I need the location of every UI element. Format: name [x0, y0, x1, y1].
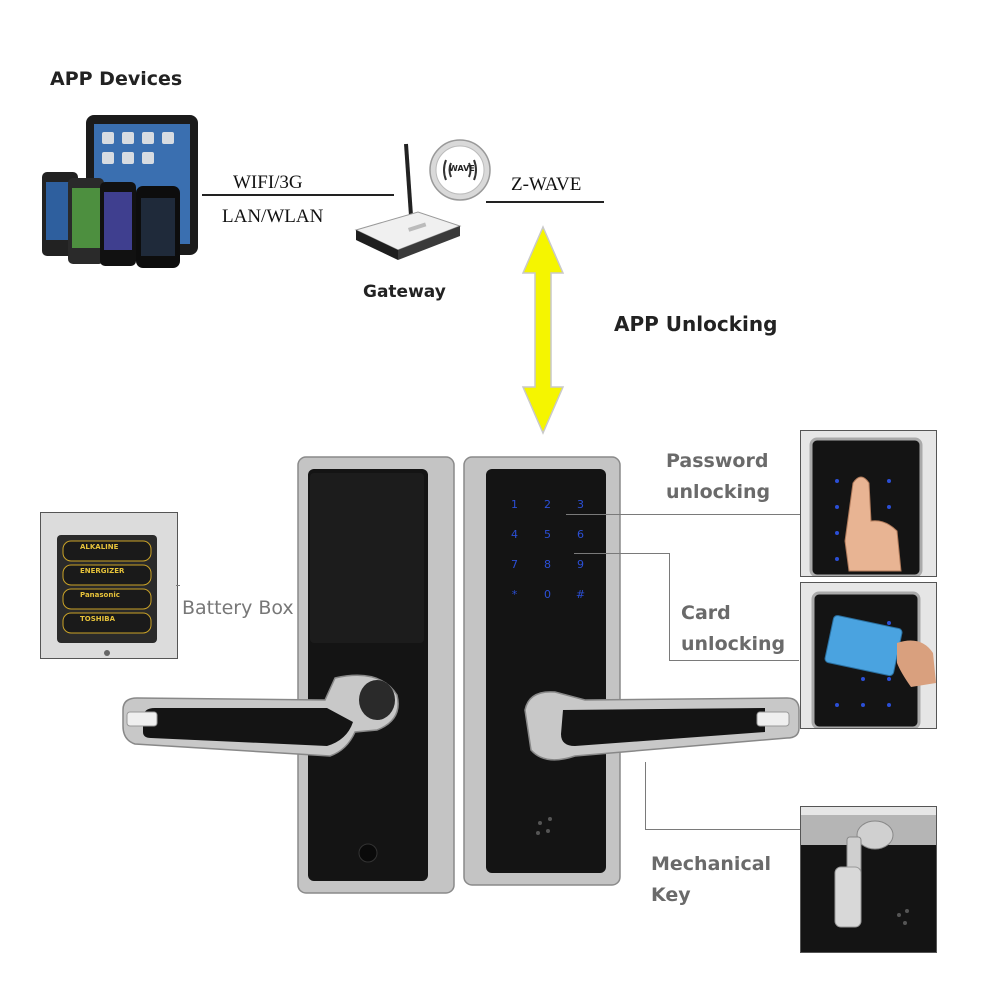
app-devices-image — [38, 110, 208, 270]
zwave-logo-text: WAVE — [449, 164, 475, 173]
left-handle — [115, 660, 435, 770]
mechanical-key-image — [800, 806, 937, 953]
card-unlocking-label-2: unlocking — [681, 633, 786, 655]
key-connector-line-a — [645, 762, 646, 830]
password-unlocking-label-2: unlocking — [666, 481, 771, 503]
keypad-key[interactable]: 0 — [544, 588, 551, 601]
zwave-line — [486, 201, 604, 203]
battery-box-connector-line — [176, 585, 180, 586]
keypad-key[interactable]: 4 — [511, 528, 518, 541]
mechanical-key-label-1: Mechanical — [651, 853, 772, 875]
battery-box-label: Battery Box — [182, 597, 294, 619]
right-handle — [515, 680, 805, 770]
app-devices-label: APP Devices — [50, 68, 183, 90]
card-unlocking-image — [800, 582, 937, 729]
keypad-key[interactable]: 9 — [577, 558, 584, 571]
keypad-key[interactable]: 3 — [577, 498, 584, 511]
keypad: 1 2 3 4 5 6 7 8 9 * 0 # — [498, 498, 598, 608]
card-connector-line-a — [574, 553, 670, 554]
zwave-label: Z-WAVE — [511, 174, 582, 195]
battery-label: ENERGIZER — [80, 567, 125, 575]
keypad-key[interactable]: 7 — [511, 558, 518, 571]
zwave-logo-icon — [428, 138, 492, 202]
password-unlocking-image — [800, 430, 937, 577]
keypad-key[interactable]: 1 — [511, 498, 518, 511]
mechanical-key-label-2: Key — [651, 884, 691, 906]
wifi-connection-line — [202, 194, 394, 196]
app-unlocking-label: APP Unlocking — [614, 312, 778, 336]
battery-box-image — [40, 512, 178, 659]
gateway-router-image — [348, 140, 468, 265]
lan-wlan-label: LAN/WLAN — [222, 206, 324, 227]
gateway-label: Gateway — [363, 282, 446, 302]
keypad-key[interactable]: 2 — [544, 498, 551, 511]
card-connector-line-b — [669, 553, 670, 660]
keypad-key[interactable]: 8 — [544, 558, 551, 571]
wifi-3g-label: WIFI/3G — [233, 172, 303, 193]
password-unlocking-label-1: Password — [666, 450, 769, 472]
keypad-key[interactable]: 5 — [544, 528, 551, 541]
lock-right-panel — [462, 455, 622, 887]
key-connector-line-b — [645, 829, 800, 830]
password-connector-line — [566, 514, 800, 515]
keypad-key[interactable]: 6 — [577, 528, 584, 541]
battery-label: TOSHIBA — [80, 615, 115, 623]
card-unlocking-label-1: Card — [681, 602, 731, 624]
battery-label: Panasonic — [80, 591, 120, 599]
keypad-key[interactable]: # — [575, 588, 586, 601]
battery-label: ALKALINE — [80, 543, 119, 551]
lock-left-panel — [296, 455, 456, 895]
keypad-key[interactable]: * — [511, 588, 518, 601]
app-unlocking-arrow-icon — [518, 225, 568, 435]
card-connector-line-c — [669, 660, 799, 661]
